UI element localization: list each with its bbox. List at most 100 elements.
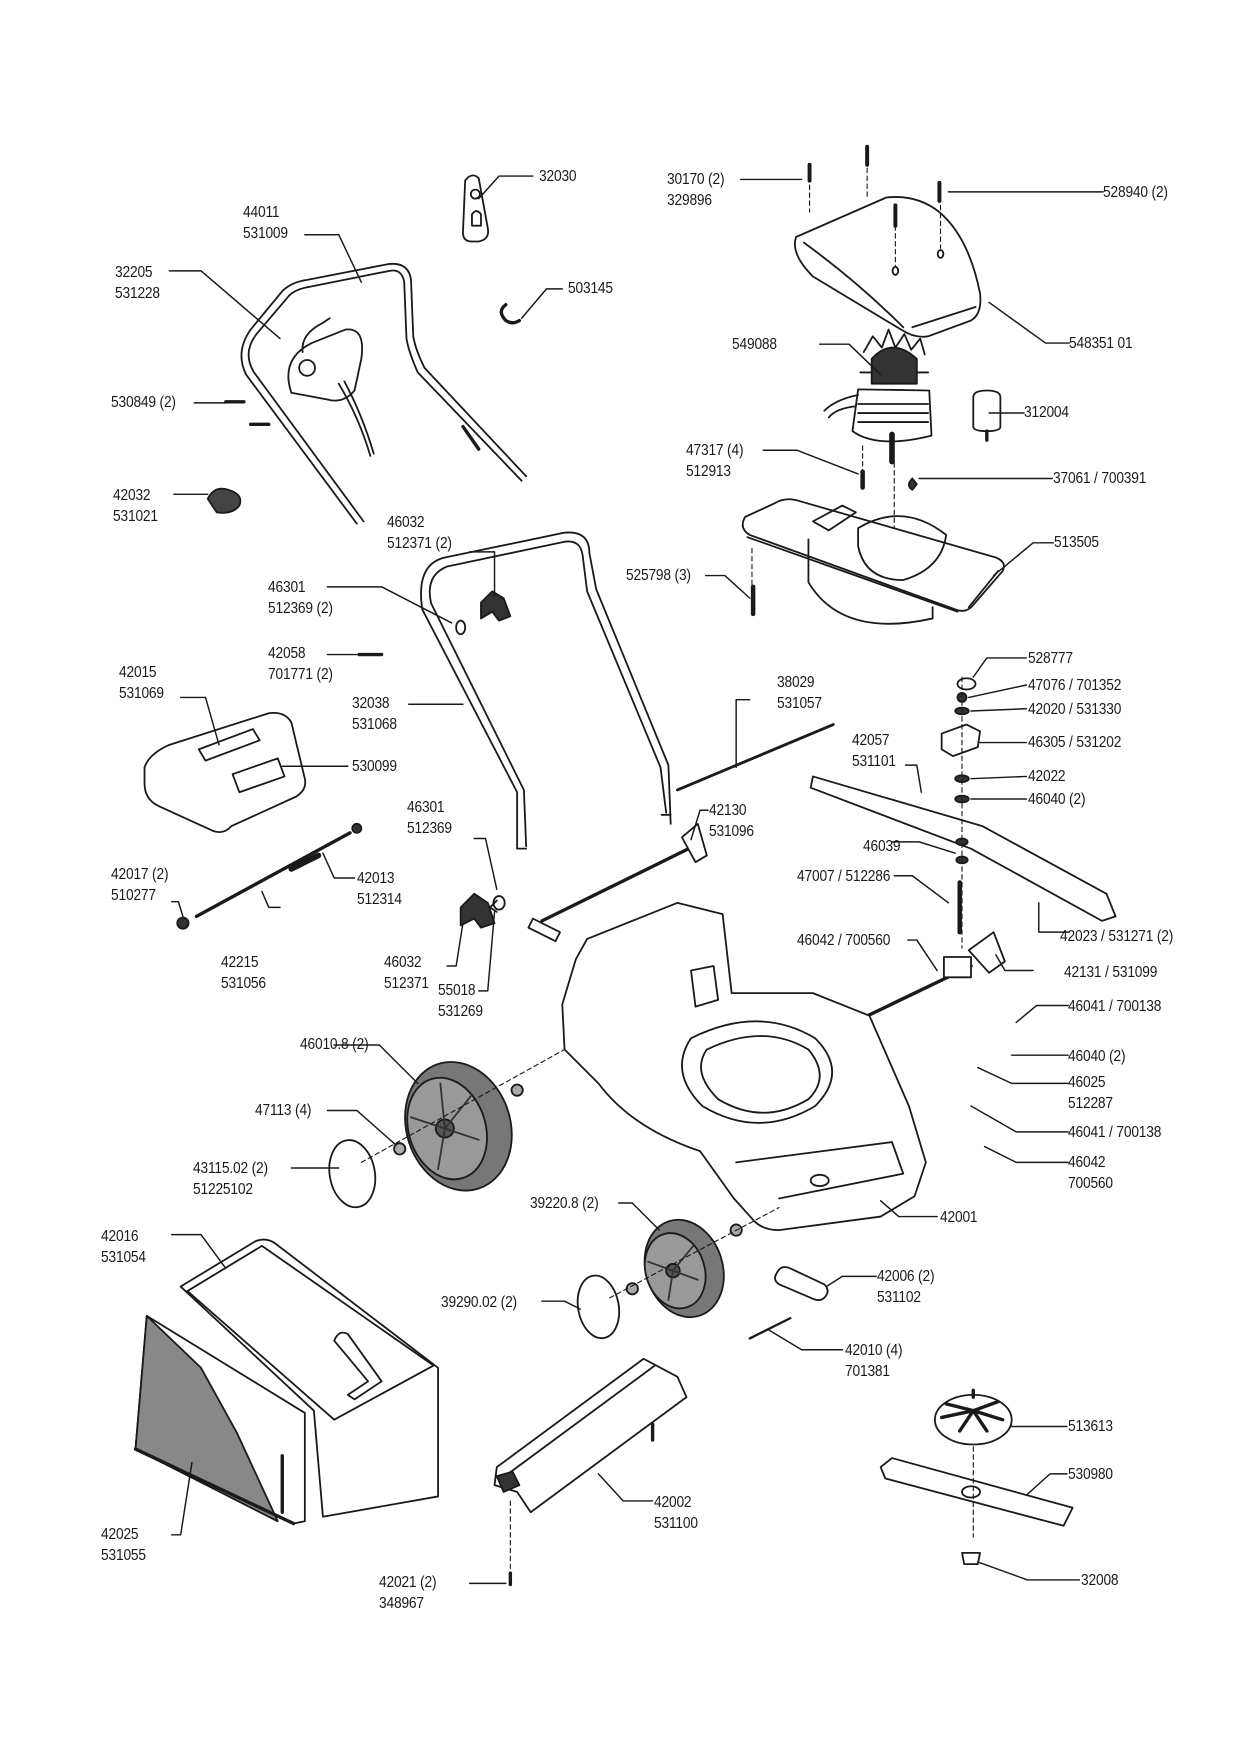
part-number: 42032 — [113, 487, 151, 504]
part-label-guard-screws: 42021 (2)348967 — [379, 1572, 437, 1614]
part-code: 531228 — [115, 285, 160, 302]
part-number: 312004 — [1024, 404, 1069, 421]
part-code: 701771 (2) — [268, 666, 333, 683]
part-number: 46301 — [268, 579, 306, 596]
part-label-motor-cover-screw: 30170 (2)329896 — [667, 169, 725, 211]
part-label-motor-screws: 47317 (4)512913 — [686, 440, 744, 482]
rear-wheel-drawing — [404, 1061, 513, 1192]
grass-bag-drawing — [133, 1238, 439, 1526]
part-number: 528777 — [1028, 650, 1073, 667]
part-code: 329896 — [667, 192, 712, 209]
part-label-nut-46041-upper: 46041 / 700138 — [1068, 996, 1161, 1017]
part-number: 37061 / 700391 — [1053, 470, 1147, 487]
part-code: 531057 — [777, 695, 822, 712]
part-label-knob-upper: 46032 512371 (2) — [387, 512, 452, 554]
part-label-height-block: 46305 / 531202 — [1028, 732, 1121, 753]
part-code: 531096 — [709, 823, 754, 840]
part-code: 512314 — [357, 891, 402, 908]
part-label-lever-screw: 42023 / 531271 (2) — [1060, 926, 1173, 947]
part-number: 525798 (3) — [626, 567, 691, 584]
part-number: 46025 — [1068, 1074, 1106, 1091]
part-code: 531009 — [243, 225, 288, 242]
part-label-washers-mid: 46040 (2) — [1028, 789, 1086, 810]
part-label-motor: 549088 — [732, 334, 777, 355]
part-code: 531068 — [352, 716, 397, 733]
part-number: 46042 / 700560 — [797, 932, 891, 949]
part-number: 47076 / 701352 — [1028, 677, 1122, 694]
part-number: 530099 — [352, 758, 397, 775]
part-label-stud: 47007 / 512286 — [797, 866, 890, 887]
part-number: 46301 — [407, 799, 445, 816]
part-number: 42020 / 531330 — [1028, 701, 1122, 718]
part-code: 512287 — [1068, 1095, 1113, 1112]
part-number: 46032 — [387, 514, 425, 531]
blade-bolt-drawing — [961, 1551, 981, 1566]
wheel-nut-front-drawing — [625, 1282, 639, 1296]
part-label-rear-axle: 42131 / 531099 — [1064, 962, 1157, 983]
part-label-plate-screws: 525798 (3) — [626, 565, 691, 586]
part-code: 531100 — [654, 1515, 698, 1532]
part-label-motor-cover: 548351 01 — [1069, 333, 1133, 354]
part-number: 39290.02 (2) — [441, 1294, 517, 1311]
part-label-washer-mid: 42022 — [1028, 766, 1066, 787]
lower-handle-drawing — [420, 531, 672, 850]
motor-drawing — [823, 328, 933, 565]
blade-drawing — [879, 1457, 1074, 1527]
part-code: 512371 — [384, 975, 429, 992]
front-wheel-drawing — [643, 1218, 725, 1319]
knob-lower-drawing — [459, 892, 496, 929]
part-number: 46305 / 531202 — [1028, 734, 1122, 751]
washer-lower-left-drawing — [489, 899, 498, 913]
part-code: 531056 — [221, 975, 266, 992]
part-label-handle-clip: 32030 — [539, 166, 577, 187]
part-label-rear-wheel: 46010.8 (2) — [300, 1034, 369, 1055]
part-number: 42010 (4) — [845, 1342, 903, 1359]
bracket-drawing — [774, 1266, 829, 1301]
hubcap-front-drawing — [576, 1274, 621, 1340]
part-number: 42021 (2) — [379, 1574, 437, 1591]
rear-guard-drawing — [493, 1357, 688, 1587]
front-axle-drawing — [527, 822, 708, 943]
part-number: 42025 — [101, 1526, 139, 1543]
part-label-washer-46039: 46039 — [863, 836, 901, 857]
part-code: 51225102 — [193, 1181, 253, 1198]
part-number: 46010.8 (2) — [300, 1036, 369, 1053]
part-label-cap: 528777 — [1028, 648, 1073, 669]
part-label-nut-knob: 42017 (2) 510277 — [111, 864, 169, 906]
part-number: 47007 / 512286 — [797, 868, 891, 885]
hubcap-rear-drawing — [328, 1139, 377, 1209]
key-drawing — [908, 477, 918, 491]
part-label-washers-lower: 46040 (2) — [1068, 1046, 1126, 1067]
part-number: 46039 — [863, 838, 901, 855]
part-number: 47113 (4) — [255, 1102, 312, 1119]
part-label-deck: 42001 — [940, 1207, 978, 1228]
part-number: 42006 (2) — [877, 1268, 935, 1285]
part-number: 42022 — [1028, 768, 1066, 785]
part-number: 42015 — [119, 664, 157, 681]
switch-screws-drawing — [224, 400, 271, 427]
part-number: 548351 01 — [1069, 335, 1133, 352]
bracket-screw-drawing — [748, 1317, 792, 1340]
part-code: 701381 — [845, 1363, 890, 1380]
part-number: 513613 — [1068, 1418, 1113, 1435]
part-code: 510277 — [111, 887, 156, 904]
part-code: 512371 (2) — [387, 535, 452, 552]
part-label-bracket-screws: 42010 (4) 701381 — [845, 1340, 903, 1382]
part-label-bushing: 46025 512287 — [1068, 1072, 1113, 1114]
part-label-capacitor: 312004 — [1024, 402, 1069, 423]
part-label-motor-plate: 513505 — [1054, 532, 1099, 553]
part-number: 42017 (2) — [111, 866, 169, 883]
part-number: 46040 (2) — [1028, 791, 1086, 808]
flap-rod-drawing — [176, 822, 363, 930]
